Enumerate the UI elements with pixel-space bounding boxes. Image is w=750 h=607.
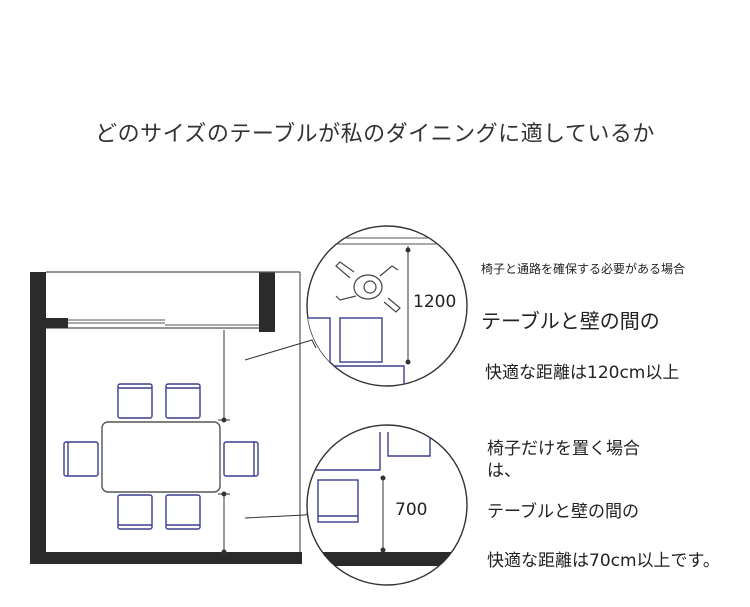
dimension-label-700: 700 [395, 500, 428, 520]
callout-pointers [244, 339, 317, 519]
bottom-wall [30, 552, 302, 564]
zoom-circle-bottom [306, 424, 468, 586]
person-figure [335, 261, 401, 313]
zoom-circle-top [306, 225, 468, 387]
room-plan [30, 271, 302, 564]
left-wall [30, 272, 46, 564]
note-bottom-line1: 椅子だけを置く場合 [487, 439, 640, 459]
dining-set [63, 383, 259, 530]
chair [223, 441, 259, 477]
chair [117, 383, 153, 419]
chair [165, 383, 201, 419]
note-bottom-line2: は、 [487, 461, 521, 481]
dining-table [101, 421, 221, 493]
note-top-caption: 椅子と通路を確保する必要がある場合 [481, 262, 686, 276]
note-top-line2: 快適な距離は120cm以上 [485, 363, 680, 383]
note-top-line1: テーブルと壁の間の [481, 309, 660, 333]
note-bottom-line4: 快適な距離は70cm以上です。 [487, 551, 720, 571]
room-dimension-lines [218, 330, 230, 555]
note-bottom-line3: テーブルと壁の間の [487, 502, 639, 522]
page-title: どのサイズのテーブルが私のダイニングに適しているか [95, 122, 655, 147]
chair [117, 494, 153, 530]
chair [63, 441, 99, 477]
chair [165, 494, 201, 530]
upper-right-wall [259, 272, 275, 332]
dimension-label-1200: 1200 [413, 292, 457, 312]
